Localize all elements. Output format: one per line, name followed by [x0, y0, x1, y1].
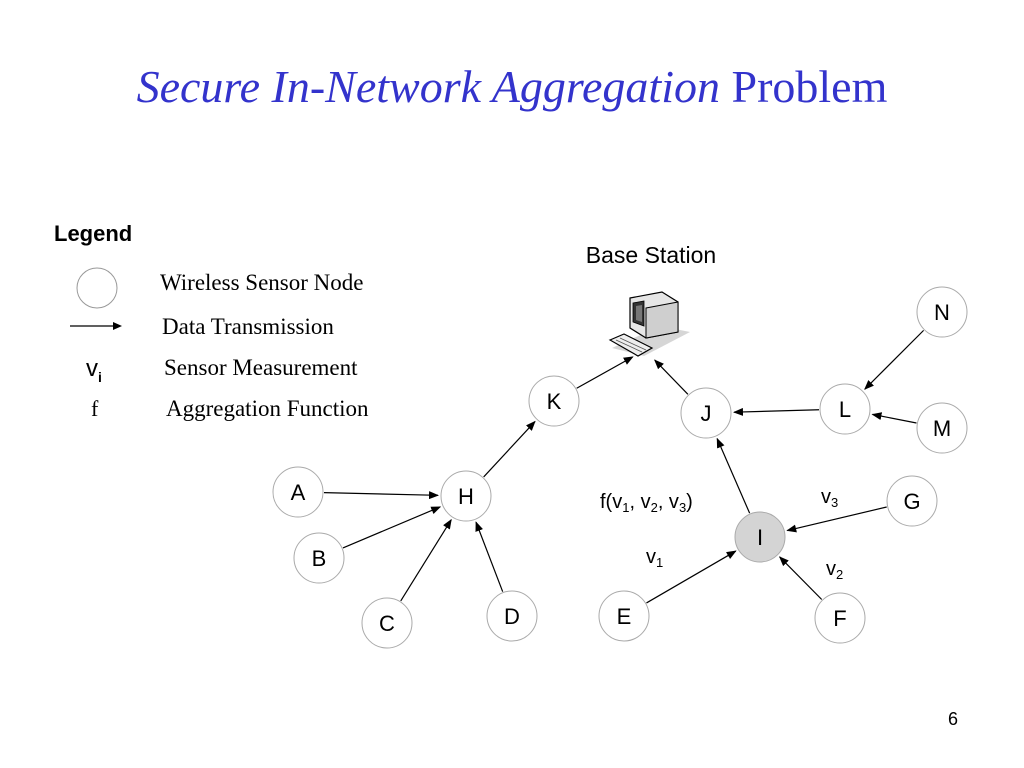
v2-label: v2	[826, 558, 843, 582]
node-circle	[598, 590, 650, 642]
node-circle	[734, 511, 786, 563]
node-label: D	[504, 604, 520, 629]
node-d[interactable]: D	[486, 590, 538, 642]
node-m[interactable]: M	[916, 402, 968, 454]
v3-label: v3	[821, 486, 838, 510]
node-b[interactable]: B	[293, 532, 345, 584]
node-label: B	[312, 546, 327, 571]
edge-d-to-h	[475, 521, 504, 592]
node-f[interactable]: F	[814, 592, 866, 644]
node-circle	[680, 387, 732, 439]
legend-arrow-icon	[70, 322, 122, 330]
edge-i-to-j	[716, 437, 751, 514]
node-label: E	[617, 604, 632, 629]
legend-label-aggregation: Aggregation Function	[166, 396, 369, 421]
legend-symbol-v-sub: i	[98, 368, 102, 385]
v1-label: v1	[646, 546, 663, 570]
legend-node-icon	[76, 267, 118, 309]
node-l[interactable]: L	[819, 383, 871, 435]
node-circle	[361, 597, 413, 649]
node-j[interactable]: J	[680, 387, 732, 439]
node-label: L	[839, 397, 851, 422]
node-label: J	[701, 401, 712, 426]
legend-heading: Legend	[54, 221, 133, 246]
base-station[interactable]: Base Station	[586, 242, 716, 357]
computer-icon	[608, 291, 690, 357]
edge-c-to-h	[400, 518, 452, 602]
node-circle	[272, 466, 324, 518]
node-h[interactable]: H	[440, 470, 492, 522]
node-label: N	[934, 300, 950, 325]
nodes-layer: A B C D E F G H I J K L M N	[272, 286, 968, 649]
node-label: A	[291, 480, 306, 505]
aggregate-label: f(v1, v2, v3)	[600, 491, 693, 515]
node-circle	[819, 383, 871, 435]
node-label: H	[458, 484, 474, 509]
node-label: G	[903, 489, 920, 514]
edge-h-to-k	[483, 420, 536, 478]
edge-l-to-j	[732, 407, 820, 416]
node-label: I	[757, 525, 763, 550]
node-circle	[293, 532, 345, 584]
node-circle	[486, 590, 538, 642]
node-circle	[886, 475, 938, 527]
node-n[interactable]: N	[916, 286, 968, 338]
title-plain-part: Problem	[731, 61, 888, 112]
node-label: C	[379, 611, 395, 636]
edge-b-to-h	[342, 506, 442, 549]
node-k[interactable]: K	[528, 375, 580, 427]
slide-title: Secure In-Network Aggregation Problem	[0, 60, 1024, 113]
base-station-label: Base Station	[586, 242, 716, 268]
edge-m-to-l	[871, 412, 917, 424]
node-circle	[814, 592, 866, 644]
title-italic-part: Secure In-Network Aggregation	[136, 61, 720, 112]
legend-label-node: Wireless Sensor Node	[160, 270, 364, 295]
node-i[interactable]: I	[734, 511, 786, 563]
node-circle	[916, 402, 968, 454]
legend-symbol-v-base: v	[86, 355, 98, 382]
node-label: F	[833, 606, 846, 631]
edge-f-to-i	[778, 556, 823, 600]
edge-k-to-bs	[576, 356, 634, 389]
node-circle	[440, 470, 492, 522]
edge-e-to-i	[646, 550, 737, 604]
node-label: M	[933, 416, 951, 441]
edge-n-to-l	[864, 329, 925, 390]
node-c[interactable]: C	[361, 597, 413, 649]
node-label: K	[547, 389, 562, 414]
node-circle	[528, 375, 580, 427]
legend-symbol-f: f	[91, 396, 99, 421]
edge-a-to-h	[323, 491, 440, 500]
edge-j-to-bs	[654, 359, 689, 395]
node-g[interactable]: G	[886, 475, 938, 527]
node-circle	[916, 286, 968, 338]
node-a[interactable]: A	[272, 466, 324, 518]
node-e[interactable]: E	[598, 590, 650, 642]
page-number: 6	[948, 709, 959, 729]
legend-label-measurement: Sensor Measurement	[164, 355, 358, 380]
edges-layer	[323, 329, 925, 604]
legend-label-transmission: Data Transmission	[162, 314, 334, 339]
legend-symbol-v: vi	[86, 355, 102, 385]
edge-g-to-i	[786, 506, 887, 533]
